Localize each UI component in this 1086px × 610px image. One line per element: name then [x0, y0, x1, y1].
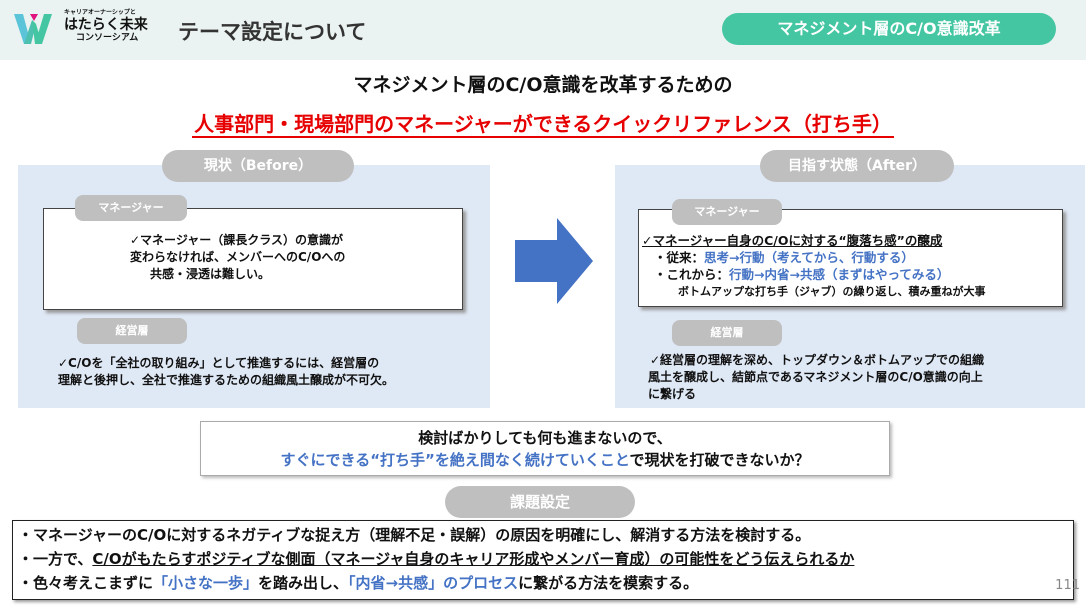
arrow-right-icon	[515, 218, 593, 304]
brand: キャリアオーナーシップと はたらく未来 コンソーシアム	[64, 10, 148, 43]
after-manager-text: ✓マネージャー自身のC/Oに対する“腹落ち感”の醸成 ・従来：思考→行動（考えて…	[642, 232, 985, 300]
headline: マネジメント層のC/O意識を改革するための	[353, 74, 733, 96]
text: に繋がる方法を模索する。	[518, 574, 699, 592]
after-exec-tag: 経営層	[672, 320, 782, 346]
text-line: ✓経営層の理解を深め、トップダウン＆ボトムアップでの組織	[650, 353, 985, 367]
after-manager-tag: マネージャー	[672, 199, 782, 225]
after-exec-text: ✓経営層の理解を深め、トップダウン＆ボトムアップでの組織 風土を醸成し、結節点で…	[648, 352, 984, 403]
text-line: ・従来：	[654, 250, 705, 265]
text-line: ・これから：	[654, 267, 730, 282]
question-box: 検討ばかりしても何も進まないので、 すぐにできる“打ち手”を絶え間なく続けていく…	[200, 421, 890, 476]
text-line: 変わらなければ、メンバーへのC/Oへの	[130, 250, 346, 264]
page-title: テーマ設定について	[178, 20, 367, 44]
text-underlined: C/Oがもたらすポジティブな側面（マネージャ自身のキャリア形成やメンバー育成）の…	[92, 550, 855, 568]
before-label: 現状（Before）	[162, 150, 354, 182]
theme-badge: マネジメント層のC/O意識改革	[722, 13, 1056, 45]
issue-item: ・マネージャーのC/Oに対するネガティブな捉え方（理解不足・誤解）の原因を明確に…	[18, 526, 811, 544]
text-blue: 「内省→共感」のプロセス	[348, 574, 519, 592]
header: キャリアオーナーシップと はたらく未来 コンソーシアム テーマ設定について マネ…	[0, 0, 1086, 60]
issue-item: ・一方で、C/Oがもたらすポジティブな側面（マネージャ自身のキャリア形成やメンバ…	[18, 547, 1073, 571]
subheadline: 人事部門・現場部門のマネージャーができるクイックリファレンス（打ち手）	[0, 108, 1086, 138]
after-label: 目指す状態（After）	[760, 150, 954, 182]
after-heading: ✓マネージャー自身のC/Oに対する“腹落ち感”の醸成	[642, 233, 943, 248]
before-manager-box	[43, 208, 463, 310]
text-line-blue: 行動→内省→共感（まずはやってみる）	[729, 267, 950, 282]
question-line1: 検討ばかりしても何も進まないので、	[418, 429, 672, 447]
text-line: ✓C/Oを「全社の取り組み」として推進するには、経営層の	[58, 356, 380, 370]
text-line: ボトムアップな打ち手（ジャブ）の繰り返し、積み重ねが大事	[678, 285, 986, 298]
subheadline-text: 人事部門・現場部門のマネージャーができるクイックリファレンス（打ち手）	[192, 112, 894, 138]
before-exec-text: ✓C/Oを「全社の取り組み」として推進するには、経営層の 理解と後押し、全社で推…	[58, 355, 394, 389]
text-line-blue: 思考→行動（考えてから、行動する）	[704, 250, 914, 265]
logo-icon	[14, 14, 52, 44]
text-blue: 「小さな一歩」	[153, 574, 259, 592]
brand-name: はたらく未来	[64, 17, 148, 33]
issues-box: ・マネージャーのC/Oに対するネガティブな捉え方（理解不足・誤解）の原因を明確に…	[12, 520, 1074, 600]
text-line: 風土を醸成し、結節点であるマネジメント層のC/O意識の向上	[648, 370, 983, 384]
after-manager-box	[638, 209, 1063, 307]
issues-label: 課題設定	[445, 486, 635, 518]
question-rest: で現状を打破できないか？	[629, 451, 810, 469]
before-manager-text: ✓マネージャー（課長クラス）の意識が 変わらなければ、メンバーへのC/Oへの 共…	[130, 232, 345, 283]
before-exec-tag: 経営層	[77, 318, 187, 344]
text-line: ✓マネージャー（課長クラス）の意識が	[130, 233, 343, 247]
issue-item: ・色々考えこまずに「小さな一歩」を踏み出し、「内省→共感」のプロセスに繋がる方法…	[18, 571, 1073, 595]
text-line: に繋げる	[648, 387, 697, 401]
brand-sub: コンソーシアム	[76, 33, 139, 43]
text: を踏み出し、	[258, 574, 349, 592]
text-line: 理解と後押し、全社で推進するための組織風土醸成が不可欠。	[58, 373, 395, 387]
brand-tagline: キャリアオーナーシップと	[64, 9, 136, 16]
page-number: 111	[1055, 578, 1080, 593]
before-manager-tag: マネージャー	[75, 195, 187, 221]
text: ・色々考えこまずに	[18, 574, 154, 592]
text: ・一方で、	[18, 550, 93, 568]
text-line: 共感・浸透は難しい。	[150, 267, 271, 281]
question-highlight: すぐにできる“打ち手”を絶え間なく続けていくこと	[280, 451, 630, 469]
